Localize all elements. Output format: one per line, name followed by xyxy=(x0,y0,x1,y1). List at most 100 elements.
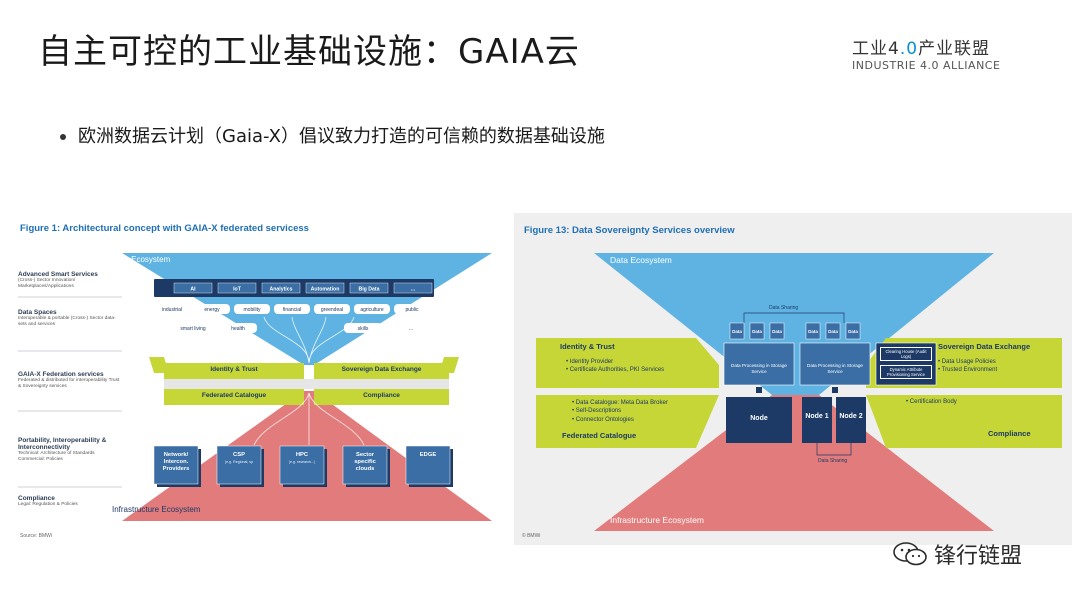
infra-box-sub: (e.g. Regional, sp xyxy=(225,460,253,464)
f2-node-1 xyxy=(802,397,832,443)
data-chip-label: Data xyxy=(772,329,782,334)
data-domain-label: smart living xyxy=(180,326,206,332)
side-label-heading: Compliance xyxy=(18,495,55,502)
data-domain-label: public xyxy=(405,307,419,313)
figure2-data-ecosystem-label: Data Ecosystem xyxy=(610,255,672,265)
data-chip xyxy=(749,322,765,340)
data-domain-label: health xyxy=(231,326,245,332)
infra-box xyxy=(216,445,262,485)
logo-text-accent: .0 xyxy=(899,39,919,59)
data-chip xyxy=(805,322,821,340)
infra-boxes-group: Network/Intercon.Providers CSP (e.g. Regio… xyxy=(153,445,453,487)
infra-box-title: Providers xyxy=(163,466,190,472)
f2-clearing-house: Clearing House (Audit Logs) xyxy=(880,347,932,362)
infra-box xyxy=(279,445,325,485)
data-domain-pill xyxy=(154,304,190,314)
fed-bar-compliance xyxy=(314,389,449,405)
f2-processing-left: Data Processing in Storage Service xyxy=(731,363,787,374)
side-label-sub: (Cross-) Sector Innovation/ Marketplaces… xyxy=(18,278,76,289)
f2-compliance-title: Compliance xyxy=(988,429,1031,438)
data-domain-pill xyxy=(394,304,430,314)
infra-box-title: clouds xyxy=(356,466,375,472)
f2-exchange-item: • Data Usage Policies xyxy=(938,359,996,365)
data-chip xyxy=(729,322,745,340)
f2-node-1-label: Node 1 xyxy=(805,413,829,420)
infra-box-title: CSP xyxy=(233,452,245,458)
bullet-dot-icon xyxy=(60,134,66,140)
data-domain-label: industrial xyxy=(162,307,182,313)
data-domain-pill xyxy=(174,323,212,333)
data-chip-label: Data xyxy=(752,329,762,334)
f2-exchange-title: Sovereign Data Exchange xyxy=(938,342,1031,351)
f2-processing-right: Data Processing in Storage Service xyxy=(807,363,863,374)
f2-processing-box-left xyxy=(723,342,795,386)
side-label-sub: Interoperable & portable (Cross-) Sector… xyxy=(18,316,116,327)
smart-service-box xyxy=(173,282,213,294)
f2-node-2 xyxy=(836,397,866,443)
infra-box-title: Intercon. xyxy=(164,459,189,465)
smart-service-label: IoT xyxy=(233,287,242,293)
figure2-source: © BMWi xyxy=(522,533,541,539)
infra-box-title: HPC xyxy=(296,452,309,458)
side-label-data-spaces: Data Spaces Interoperable & portable (Cr… xyxy=(18,309,122,327)
side-label-heading: Advanced Smart Services xyxy=(18,271,98,278)
f2-identity-item: • Certificate Authorities, PKI Services xyxy=(566,367,665,374)
f2-dynamic-attribute: Dynamic Attribute Provisioning Service xyxy=(880,365,932,380)
watermark-text: 锋行链盟 xyxy=(934,544,1023,569)
figure1-data-ecosystem-label: Data Ecosystem xyxy=(112,255,171,264)
data-chip-label: Data xyxy=(808,329,818,334)
smart-service-label: ... xyxy=(411,287,416,293)
smart-service-label: AI xyxy=(190,287,196,293)
figure1-identity-trust: Identity & Trust xyxy=(210,366,258,373)
side-label-sub: Technical: Architecture of Standards Com… xyxy=(18,451,95,462)
f2-identity-list: • Identity Provider • Certificate Author… xyxy=(566,358,664,375)
smart-service-box xyxy=(349,282,389,294)
f2-compliance-list: • Certification Body xyxy=(906,399,957,405)
data-chip-label: Data xyxy=(828,329,838,334)
data-domain-label: skills xyxy=(358,326,369,332)
side-label-heading: Data Spaces xyxy=(18,309,57,316)
f2-processing-box-right xyxy=(799,342,871,386)
data-domain-label: financial xyxy=(283,307,301,313)
side-label-sub: Federated & distributed for interoperabi… xyxy=(18,378,120,389)
smart-service-box xyxy=(217,282,257,294)
side-label-compliance: Compliance Legal: Regulation & Policies xyxy=(18,495,122,508)
fed-middle-band xyxy=(164,379,449,389)
f2-data-sharing-bottom: Data Sharing xyxy=(818,458,848,464)
infra-box xyxy=(153,445,199,485)
infra-box-title: specific xyxy=(354,459,376,465)
figure2-title: Figure 13: Data Sovereignty Services ove… xyxy=(524,225,735,236)
data-domain-pill xyxy=(274,304,310,314)
infra-box-title: EDGE xyxy=(420,452,437,458)
data-domain-pill xyxy=(344,323,382,333)
f2-node-main xyxy=(726,397,792,443)
figure1-sovereign-exchange: Sovereign Data Exchange xyxy=(341,366,422,373)
f2-data-ecosystem-shape xyxy=(594,253,994,395)
infra-box-title: Network/ xyxy=(164,452,189,458)
figure1-federated-catalogue: Federated Catalogue xyxy=(201,392,267,399)
side-label-sub: Legal: Regulation & Policies xyxy=(18,502,78,507)
wechat-icon xyxy=(893,542,927,566)
f2-catalogue-item: • Connector Ontologies xyxy=(572,416,634,423)
f2-data-sharing-top: Data Sharing xyxy=(769,305,799,311)
figure1-title: Figure 1: Architectural concept with GAI… xyxy=(20,223,309,234)
smart-service-box xyxy=(261,282,301,294)
data-domain-label: energy xyxy=(204,307,220,313)
logo-subtitle: INDUSTRIE 4.0 ALLIANCE xyxy=(852,59,1001,72)
bullet-text: 欧洲数据云计划（Gaia-X）倡议致力打造的可信赖的数据基础设施 xyxy=(78,126,605,147)
lock-icon xyxy=(756,387,762,393)
data-chip xyxy=(769,322,785,340)
data-domain-label: agriculture xyxy=(360,307,384,313)
f2-identity-item: • Identity Provider xyxy=(566,359,614,365)
side-label-heading: GAIA-X Federation services xyxy=(18,371,104,378)
data-domain-pill xyxy=(314,304,350,314)
f2-catalogue-item: • Self-Descriptions xyxy=(572,408,622,415)
bullet-point: 欧洲数据云计划（Gaia-X）倡议致力打造的可信赖的数据基础设施 xyxy=(60,122,605,148)
smart-service-label: Automation xyxy=(311,287,340,293)
figure1-infra-ecosystem-label: Infrastructure Ecosystem xyxy=(112,505,201,514)
